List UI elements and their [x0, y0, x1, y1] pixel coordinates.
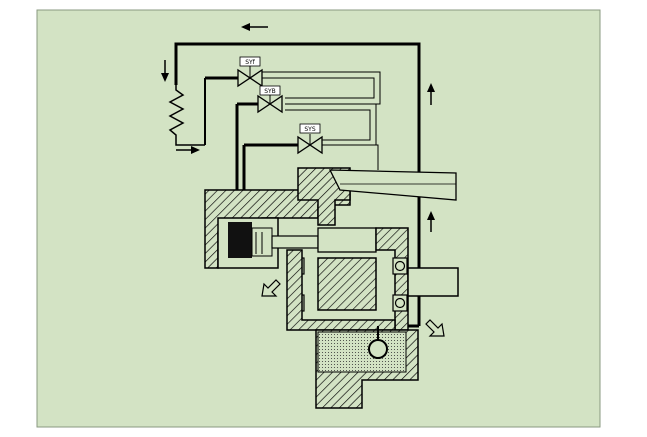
swash-plate: [328, 169, 457, 201]
flow-arrow-left-down: [161, 60, 169, 82]
valve-sy2: SYB: [257, 85, 283, 114]
flow-arrow-in-right: [425, 319, 445, 337]
rotor-block: [317, 257, 377, 311]
valve-sy1-label: SYf: [245, 59, 255, 66]
drive-shaft: [407, 267, 459, 297]
oil-reservoir: [317, 331, 407, 373]
valve-sy3: SYS: [297, 123, 323, 155]
valve-sy3-label: SYS: [304, 126, 315, 133]
flow-arrow-out-left: [261, 279, 281, 297]
piston-block: [228, 222, 252, 258]
flow-arrow-right-up-1: [427, 83, 435, 105]
flow-arrow-top: [241, 23, 268, 31]
signal-lines: [262, 71, 381, 170]
valve-sy1: SYf: [237, 56, 263, 88]
flow-arrow-right-up-2: [427, 211, 435, 232]
piston-rod: [271, 235, 319, 249]
cooler-coil: [168, 85, 205, 146]
valve-sy2-label: SYB: [264, 88, 276, 95]
flow-arrow-inlet: [176, 146, 200, 154]
check-ball: [368, 339, 388, 359]
lower-case: [286, 249, 396, 331]
